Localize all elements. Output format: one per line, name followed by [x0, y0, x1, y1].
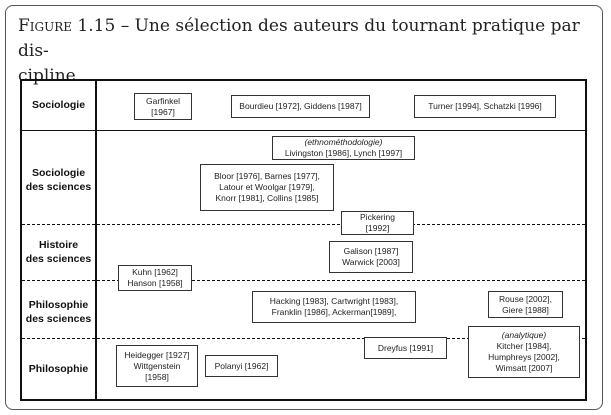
author-box-garfinkel: Garfinkel [1967]	[134, 93, 192, 120]
author-box-rouse: Rouse [2002], Giere [1988]	[488, 291, 563, 318]
box-line: Pickering	[360, 212, 395, 222]
box-line: Latour et Woolgar [1979],	[219, 182, 315, 192]
row-label-sociologie-des-sciences: Sociologie des sciences	[22, 166, 95, 194]
row-label-line: Sociologie	[31, 99, 86, 111]
author-box-pickering: Pickering [1992]	[341, 211, 414, 235]
box-line: Polanyi [1962]	[214, 360, 269, 371]
box-line: Garfinkel	[145, 95, 180, 106]
row-label-philosophie-des-sciences: Philosophie des sciences	[22, 298, 95, 326]
author-box-kuhn: Kuhn [1962] Hanson [1958]	[118, 265, 192, 291]
row-separator-solid	[22, 130, 585, 131]
box-line: Warwick [2003]	[342, 257, 400, 267]
box-line: Livingston [1986], Lynch [1997]	[284, 148, 403, 158]
box-line: Hacking [1983], Cartwright [1983],	[269, 296, 399, 306]
row-label-line: Histoire	[38, 239, 79, 251]
caption-text-line2: cipline	[18, 66, 76, 86]
label-column-divider	[95, 79, 97, 401]
author-box-polanyi: Polanyi [1962]	[205, 355, 278, 377]
row-label-line: Philosophie	[28, 363, 89, 375]
row-label-histoire-des-sciences: Histoire des sciences	[22, 238, 95, 266]
figure-caption: Figure 1.15 – Une sélection des auteurs …	[18, 14, 593, 89]
box-line: Galison [1987]	[343, 246, 399, 256]
box-line: Bourdieu [1972], Giddens [1987]	[239, 101, 362, 111]
box-line: Giere [1988]	[502, 304, 549, 315]
caption-text-line1: – Une sélection des auteurs du tournant …	[18, 16, 580, 61]
row-label-line: Sociologie	[31, 167, 86, 179]
author-box-turner: Turner [1994], Schatzki [1996]	[414, 95, 556, 118]
box-line: (ethnométhodologie)	[304, 137, 383, 147]
row-separator-dashed	[22, 338, 585, 339]
box-line: Kitcher [1984],	[496, 341, 552, 351]
author-box-livingston: (ethnométhodologie) Livingston [1986], L…	[272, 136, 415, 160]
box-line: [1967]	[151, 106, 175, 117]
box-line: Humphreys [2002],	[488, 352, 560, 362]
row-label-line: des sciences	[25, 181, 92, 193]
box-line: Turner [1994], Schatzki [1996]	[428, 101, 542, 111]
box-line: Heidegger [1927]	[124, 349, 190, 360]
author-box-bloor: Bloor [1976], Barnes [1977], Latour et W…	[200, 164, 334, 211]
row-separator-dashed	[22, 280, 585, 281]
box-line: Rouse [2002],	[499, 293, 552, 304]
author-box-heidegger: Heidegger [1927] Wittgenstein [1958]	[116, 345, 198, 387]
box-line: Hanson [1958]	[127, 278, 183, 288]
box-line: Knorr [1981], Collins [1985]	[215, 193, 319, 203]
box-line: (analytique)	[501, 330, 547, 340]
box-line: Kuhn [1962]	[132, 267, 178, 277]
box-line: Franklin [1986], Ackerman[1989],	[271, 307, 397, 317]
box-line: Dreyfus [1991]	[377, 342, 434, 353]
row-label-line: Philosophie	[28, 299, 89, 311]
author-box-bourdieu: Bourdieu [1972], Giddens [1987]	[231, 95, 370, 118]
row-label-sociologie: Sociologie	[22, 98, 95, 112]
author-box-kitcher: (analytique) Kitcher [1984], Humphreys […	[468, 326, 580, 378]
diagram-frame	[20, 79, 587, 401]
author-box-hacking: Hacking [1983], Cartwright [1983], Frank…	[252, 291, 416, 323]
author-box-galison: Galison [1987] Warwick [2003]	[329, 241, 413, 273]
caption-label: Figure 1.15	[18, 16, 116, 36]
box-line: [1958]	[145, 371, 169, 382]
row-label-philosophie: Philosophie	[22, 362, 95, 376]
row-label-line: des sciences	[25, 253, 92, 265]
box-line: Bloor [1976], Barnes [1977],	[214, 171, 320, 181]
box-line: Wittgenstein	[133, 360, 181, 371]
box-line: [1992]	[365, 223, 390, 233]
box-line: Wimsatt [2007]	[495, 363, 553, 373]
author-box-dreyfus: Dreyfus [1991]	[364, 337, 447, 359]
row-separator-dashed	[22, 224, 585, 225]
row-label-line: des sciences	[25, 313, 92, 325]
